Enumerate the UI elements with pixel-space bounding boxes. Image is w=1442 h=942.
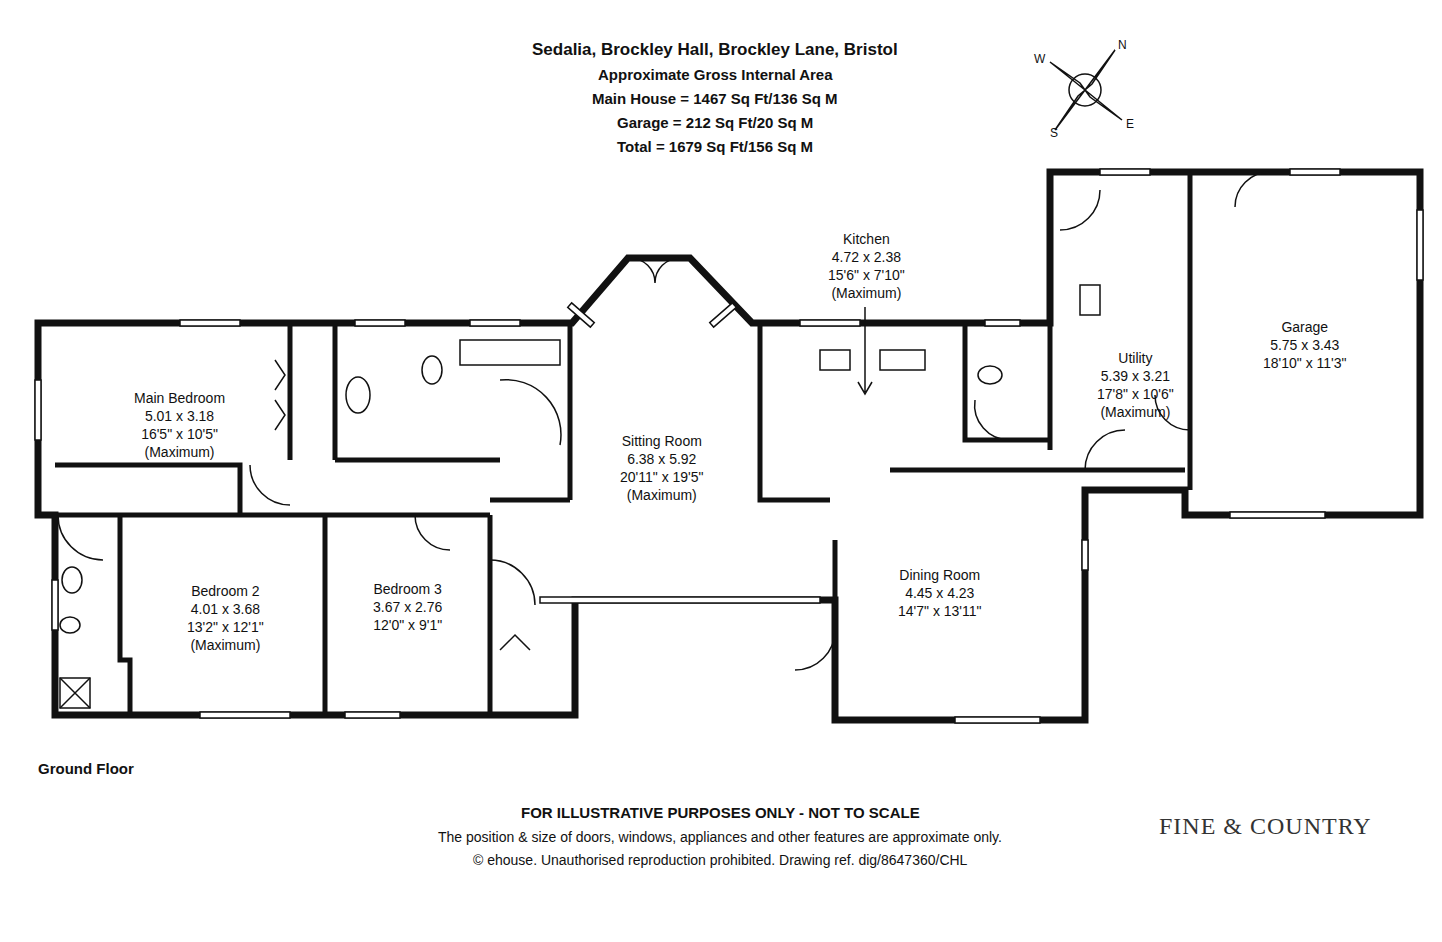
room-dimension: 15'6" x 7'10" (828, 266, 905, 284)
room-label: Bedroom 33.67 x 2.7612'0" x 9'1" (369, 578, 446, 636)
plan-note: Ground Floor (38, 760, 134, 777)
room-name: Bedroom 3 (373, 580, 442, 598)
room-dimension: 4.45 x 4.23 (898, 584, 982, 602)
room-dimension: (Maximum) (134, 443, 225, 461)
room-label: Bedroom 24.01 x 3.6813'2" x 12'1"(Maximu… (183, 580, 268, 656)
compass-letter: E (1126, 117, 1134, 131)
room-name: Garage (1263, 318, 1347, 336)
room-label: Sitting Room6.38 x 5.9220'11" x 19'5"(Ma… (616, 430, 708, 506)
room-dimension: 4.01 x 3.68 (187, 600, 264, 618)
agent-logo: FINE & COUNTRY (1159, 813, 1372, 840)
room-dimension: 12'0" x 9'1" (373, 616, 442, 634)
kitchen-pointer (858, 307, 872, 394)
plan-note: Total = 1679 Sq Ft/156 Sq M (617, 138, 813, 155)
compass-letter: N (1118, 38, 1127, 52)
room-name: Main Bedroom (134, 389, 225, 407)
room-dimension: (Maximum) (187, 636, 264, 654)
room-label: Main Bedroom5.01 x 3.1816'5" x 10'5"(Max… (130, 387, 229, 463)
room-dimension: 5.75 x 3.43 (1263, 336, 1347, 354)
room-label: Garage5.75 x 3.4318'10" x 11'3" (1259, 316, 1351, 374)
room-dimension: 16'5" x 10'5" (134, 425, 225, 443)
room-dimension: 6.38 x 5.92 (620, 450, 704, 468)
compass-letter: S (1050, 126, 1058, 140)
room-label: Utility5.39 x 3.2117'8" x 10'6"(Maximum) (1093, 347, 1178, 423)
room-dimension: 5.01 x 3.18 (134, 407, 225, 425)
room-dimension: (Maximum) (1097, 403, 1174, 421)
room-dimension: 18'10" x 11'3" (1263, 354, 1347, 372)
room-dimension: 17'8" x 10'6" (1097, 385, 1174, 403)
room-label: Kitchen4.72 x 2.3815'6" x 7'10"(Maximum) (824, 228, 909, 304)
plan-note: Approximate Gross Internal Area (598, 66, 833, 83)
plan-note: © ehouse. Unauthorised reproduction proh… (473, 852, 967, 868)
plan-note: The position & size of doors, windows, a… (438, 829, 1002, 845)
internal-walls (55, 175, 1190, 715)
room-label: Dining Room4.45 x 4.2314'7" x 13'11" (894, 564, 986, 622)
plan-note: FOR ILLUSTRATIVE PURPOSES ONLY - NOT TO … (521, 804, 920, 821)
room-name: Bedroom 2 (187, 582, 264, 600)
room-dimension: 13'2" x 12'1" (187, 618, 264, 636)
room-dimension: 20'11" x 19'5" (620, 468, 704, 486)
room-dimension: (Maximum) (828, 284, 905, 302)
room-name: Sitting Room (620, 432, 704, 450)
compass-letter: W (1034, 52, 1045, 66)
room-dimension: 14'7" x 13'11" (898, 602, 982, 620)
fixtures (60, 285, 1100, 708)
plan-note: Main House = 1467 Sq Ft/136 Sq M (592, 90, 838, 107)
room-name: Kitchen (828, 230, 905, 248)
room-dimension: 3.67 x 2.76 (373, 598, 442, 616)
outer-walls (38, 172, 1420, 720)
plan-title: Sedalia, Brockley Hall, Brockley Lane, B… (532, 40, 898, 60)
plan-note: Garage = 212 Sq Ft/20 Sq M (617, 114, 813, 131)
doors (58, 172, 1270, 670)
windows (35, 169, 1423, 723)
compass (1050, 50, 1122, 130)
room-dimension: 5.39 x 3.21 (1097, 367, 1174, 385)
room-name: Dining Room (898, 566, 982, 584)
room-dimension: (Maximum) (620, 486, 704, 504)
room-dimension: 4.72 x 2.38 (828, 248, 905, 266)
room-name: Utility (1097, 349, 1174, 367)
